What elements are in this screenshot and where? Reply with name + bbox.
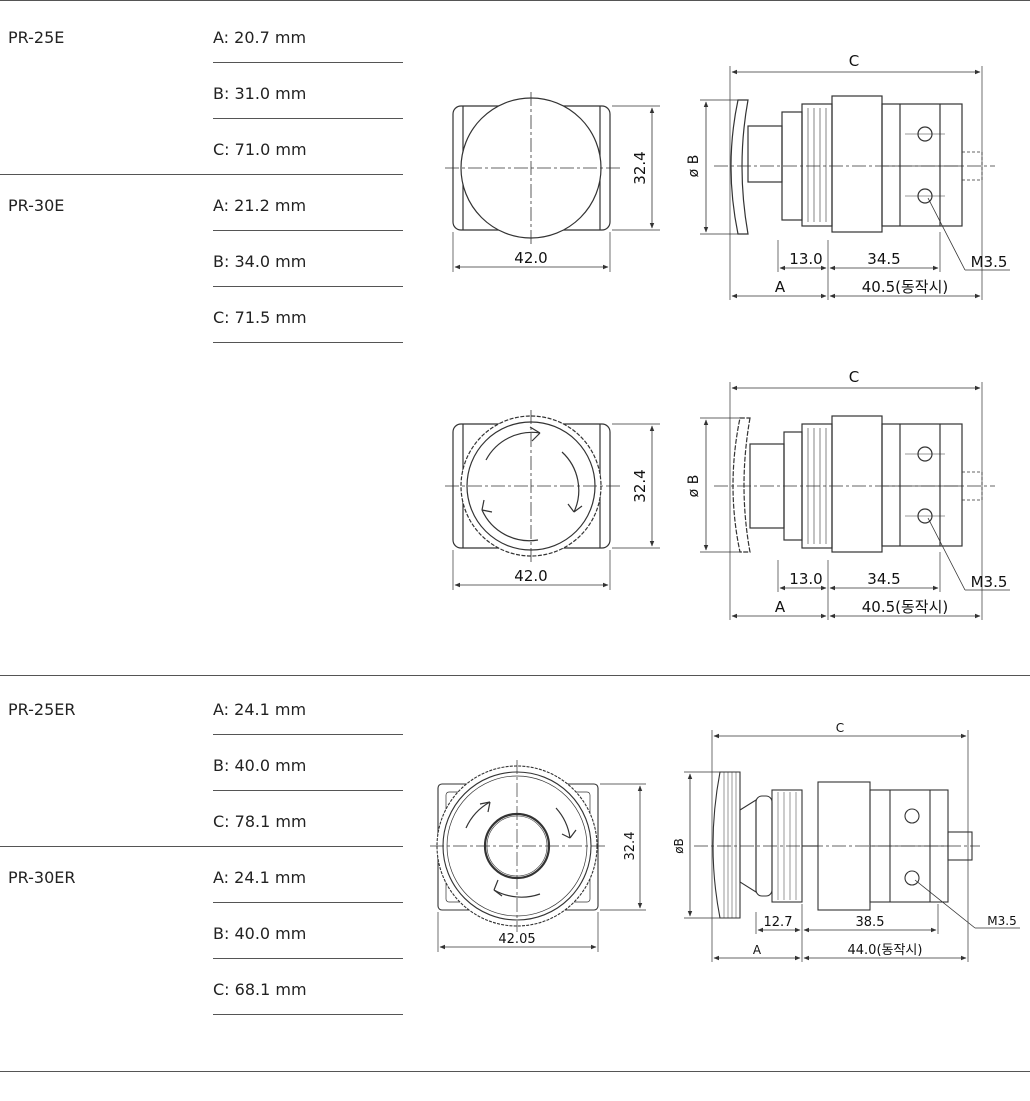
base-label: A — [775, 278, 786, 296]
front-view-3 — [430, 760, 646, 952]
spec-c: C: 68.1 mm — [213, 980, 307, 999]
row-divider — [213, 958, 403, 959]
row-divider — [213, 1014, 403, 1015]
stroke-label: 44.0(동작시) — [848, 943, 923, 958]
row-divider — [213, 790, 403, 791]
group-divider — [0, 846, 403, 847]
dim-c-label: C — [849, 52, 859, 70]
stroke-label: 40.5(동작시) — [862, 598, 949, 616]
dim-a-label: 13.0 — [789, 250, 822, 268]
spec-b: B: 40.0 mm — [213, 924, 307, 943]
screw-label: M3.5 — [971, 253, 1008, 271]
side-view-2 — [700, 382, 1010, 620]
front-width-label: 42.0 — [514, 249, 547, 267]
front-width-label: 42.0 — [514, 567, 547, 585]
row-divider — [213, 342, 403, 343]
base-label: A — [753, 943, 762, 957]
spec-a: A: 24.1 mm — [213, 868, 307, 887]
row-divider — [213, 734, 403, 735]
screw-label: M3.5 — [987, 914, 1016, 928]
row-divider — [213, 286, 403, 287]
dim-b-label: 34.5 — [867, 570, 900, 588]
model-name: PR-25ER — [8, 700, 76, 719]
spec-b: B: 31.0 mm — [213, 84, 307, 103]
dim-c-label: C — [836, 721, 844, 735]
top-rule — [0, 0, 1030, 1]
spec-a: A: 24.1 mm — [213, 700, 307, 719]
spec-c: C: 71.0 mm — [213, 140, 307, 159]
spec-b: B: 40.0 mm — [213, 756, 307, 775]
front-height-label: 32.4 — [623, 832, 638, 861]
group-divider — [0, 174, 403, 175]
dim-diameter-label: ø B — [686, 155, 702, 178]
dim-c-label: C — [849, 368, 859, 386]
screw-label: M3.5 — [971, 573, 1008, 591]
spec-c: C: 78.1 mm — [213, 812, 307, 831]
spec-b: B: 34.0 mm — [213, 252, 307, 271]
spec-c: C: 71.5 mm — [213, 308, 307, 327]
dim-b-label: 34.5 — [867, 250, 900, 268]
row-divider — [213, 230, 403, 231]
front-height-label: 32.4 — [631, 151, 649, 184]
base-label: A — [775, 598, 786, 616]
dim-b-label: 38.5 — [856, 915, 885, 930]
front-width-label: 42.05 — [498, 932, 535, 947]
row-divider — [213, 118, 403, 119]
model-name: PR-25E — [8, 28, 65, 47]
spec-a: A: 21.2 mm — [213, 196, 307, 215]
side-view-3 — [684, 730, 1020, 962]
row-divider — [213, 62, 403, 63]
front-view-2 — [445, 410, 660, 590]
side-view-1 — [700, 66, 1010, 300]
section-divider — [0, 675, 1030, 676]
front-view-1 — [445, 92, 660, 272]
dim-a-label: 13.0 — [789, 570, 822, 588]
front-height-label: 32.4 — [631, 469, 649, 502]
bottom-rule — [0, 1071, 1030, 1072]
row-divider — [213, 902, 403, 903]
dim-a-label: 12.7 — [764, 915, 793, 930]
stroke-label: 40.5(동작시) — [862, 278, 949, 296]
model-name: PR-30E — [8, 196, 65, 215]
dim-diameter-label: ø B — [686, 475, 702, 498]
model-name: PR-30ER — [8, 868, 76, 887]
dim-diameter-label: øB — [672, 838, 686, 854]
spec-a: A: 20.7 mm — [213, 28, 307, 47]
